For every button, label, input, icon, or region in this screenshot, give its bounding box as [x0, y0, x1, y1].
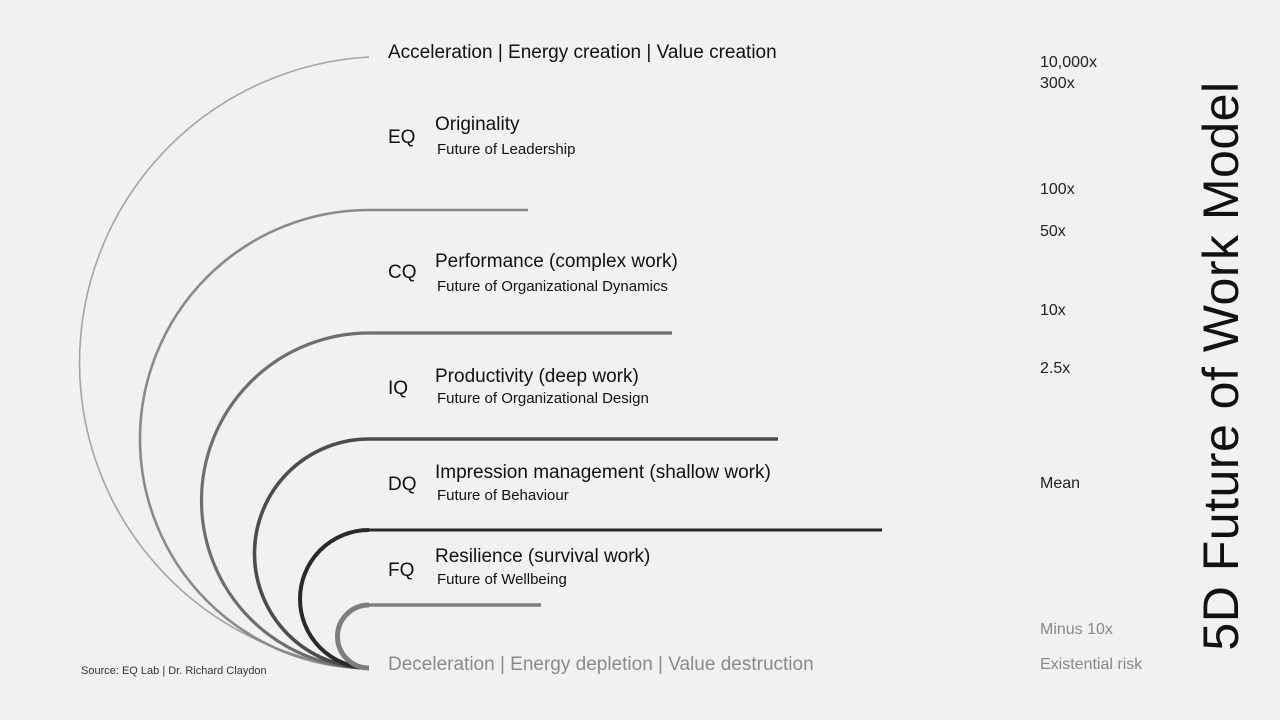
multiplier-label: 10x — [1040, 302, 1066, 319]
arc-cq — [138, 208, 370, 670]
level-code-eq: EQ — [388, 127, 416, 148]
level-title-eq: Originality — [435, 114, 520, 135]
level-code-cq: CQ — [388, 262, 417, 283]
arc-iq — [199, 331, 370, 670]
level-subtitle-dq: Future of Behaviour — [437, 487, 569, 504]
level-code-fq: FQ — [388, 560, 415, 581]
multiplier-label: Mean — [1040, 475, 1081, 492]
arc-bottom — [335, 602, 370, 671]
level-title-iq: Productivity (deep work) — [435, 366, 639, 387]
level-code-iq: IQ — [388, 378, 409, 399]
level-subtitle-cq: Future of Organizational Dynamics — [437, 278, 668, 295]
arc-fq — [298, 528, 370, 670]
side-title: 5D Future of Work Model — [1193, 81, 1249, 651]
multiplier-label: 2.5x — [1040, 360, 1071, 377]
arc-eq — [78, 56, 370, 669]
multiplier-label: 100x — [1040, 181, 1075, 198]
multiplier-label: Minus 10x — [1040, 621, 1113, 638]
level-subtitle-eq: Future of Leadership — [437, 141, 576, 158]
level-title-cq: Performance (complex work) — [435, 251, 678, 272]
level-title-fq: Resilience (survival work) — [435, 546, 651, 567]
arc-dq — [252, 437, 370, 670]
top-caption: Acceleration | Energy creation | Value c… — [388, 42, 777, 63]
level-subtitle-fq: Future of Wellbeing — [437, 571, 567, 588]
multiplier-label: Existential risk — [1040, 656, 1143, 673]
bottom-caption: Deceleration | Energy depletion | Value … — [388, 654, 814, 675]
multiplier-label: 300x — [1040, 75, 1075, 92]
level-title-dq: Impression management (shallow work) — [435, 462, 771, 483]
multiplier-label: 10,000x — [1040, 54, 1097, 71]
multiplier-label: 50x — [1040, 223, 1066, 240]
source-credit: Source: EQ Lab | Dr. Richard Claydon — [81, 665, 267, 677]
level-code-dq: DQ — [388, 474, 417, 495]
level-subtitle-iq: Future of Organizational Design — [437, 390, 649, 407]
